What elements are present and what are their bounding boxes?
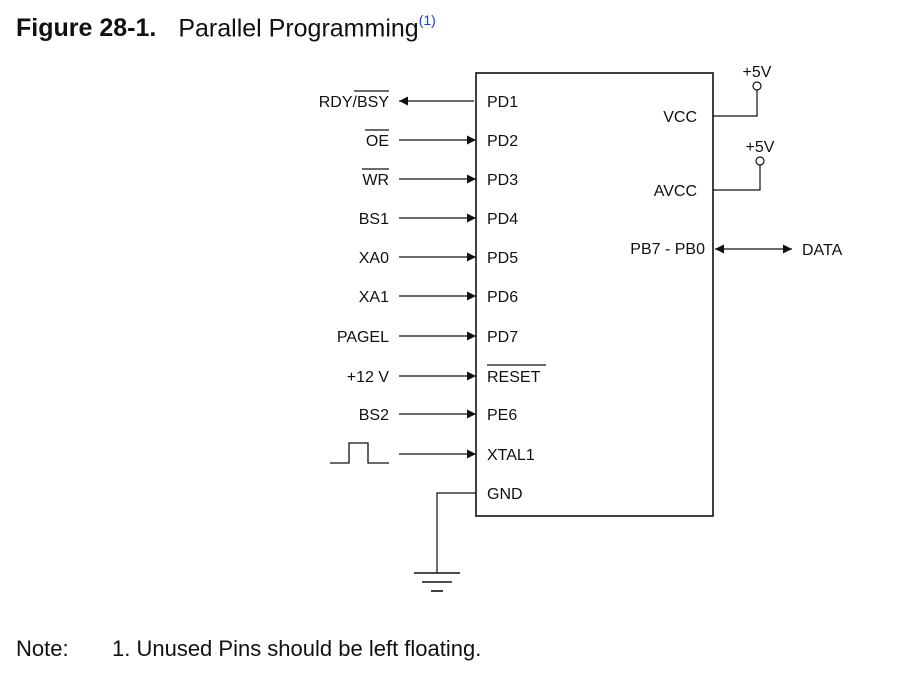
supply-terminal-icon [752,81,762,91]
signal-label: DATA [802,242,843,259]
left-pin-row: PAGEL PD7 [337,329,518,346]
supply-label: +5V [743,64,772,81]
right-pin-row: VCC +5V [663,64,772,126]
pin-label: RESET [487,369,541,386]
pin-label: VCC [663,109,697,126]
ground-wire [436,492,476,573]
pin-label: PD3 [487,172,518,189]
supply-label: +5V [746,139,775,156]
signal-label: XA1 [359,289,389,306]
left-pin-row: BS1 PD4 [359,211,518,228]
left-pin-row: XA0 PD5 [359,250,518,267]
ground-icon [414,572,460,592]
pin-label: PD7 [487,329,518,346]
supply-terminal-icon [755,156,765,166]
pin-label: PE6 [487,407,517,424]
left-pin-row: RDY/BSY PD1 [319,90,518,111]
left-pin-row: GND [414,486,523,592]
note: Note: 1. Unused Pins should be left float… [16,636,481,662]
pin-label: PD6 [487,289,518,306]
pin-label: GND [487,486,523,503]
signal-label: BS2 [359,407,389,424]
right-pin-row: PB7 - PB0 DATA [630,241,842,259]
signal-label: WR [362,172,389,189]
clock-pulse-icon [330,442,389,464]
figure-title: Parallel Programming [178,14,419,43]
signal-label: XA0 [359,250,389,267]
left-pin-row: OE PD2 [365,129,518,150]
signal-label: PAGEL [337,329,389,346]
signal-label: +12 V [347,369,390,386]
footnote-reference: (1) [418,12,436,28]
pin-label: AVCC [654,183,697,200]
signal-label: OE [366,133,389,150]
signal-label: RDY/BSY [319,94,390,111]
note-label: Note: [16,636,69,661]
chip-body [475,72,714,517]
note-item: 1. Unused Pins should be left floating. [112,636,482,661]
pin-label: PD4 [487,211,518,228]
supply-wire [713,165,761,191]
pin-label: XTAL1 [487,447,535,464]
figure-caption: Figure 28-1. Parallel Programming(1) [16,12,436,43]
pin-label: PB7 - PB0 [630,241,705,258]
left-pin-row: BS2 PE6 [359,407,518,424]
pin-label: PD5 [487,250,518,267]
right-pin-row: AVCC +5V [654,139,775,200]
pin-label: PD2 [487,133,518,150]
signal-label: BS1 [359,211,389,228]
left-pin-row: +12 V RESET [347,364,546,386]
left-pin-row: XA1 PD6 [359,289,518,306]
left-pin-row: XTAL1 [330,442,535,464]
supply-wire [713,90,758,117]
figure-number: Figure 28-1. [16,14,157,43]
left-pin-row: WR PD3 [362,168,518,189]
pin-label: PD1 [487,94,518,111]
